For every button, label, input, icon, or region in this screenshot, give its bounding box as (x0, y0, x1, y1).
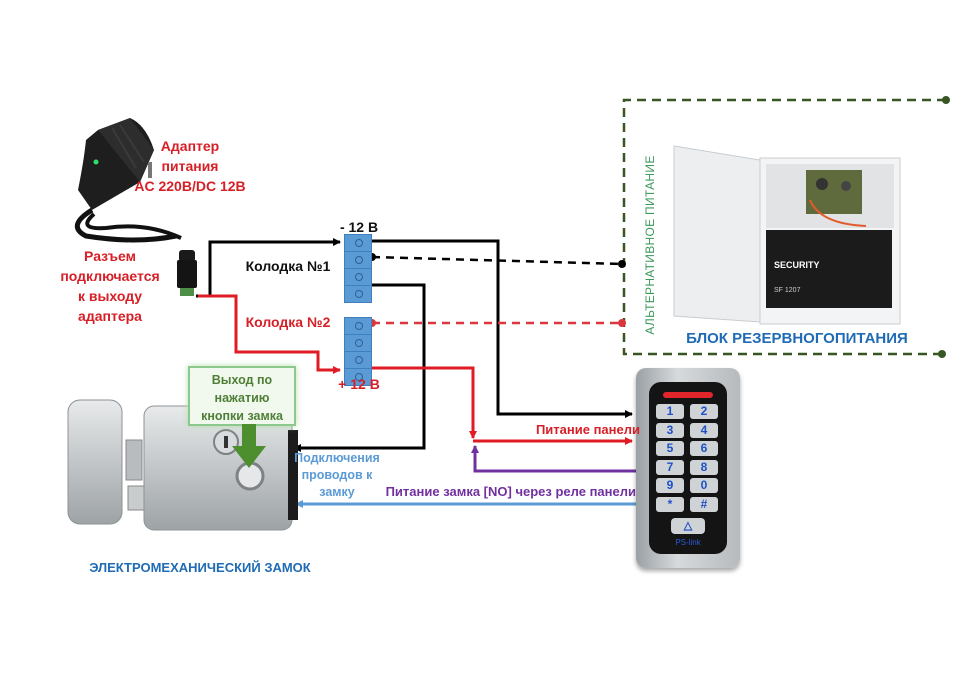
key-7[interactable]: 7 (656, 459, 684, 475)
plus-wire-adapter (198, 294, 341, 374)
backup-power-frame (622, 98, 946, 356)
key-1[interactable]: 1 (656, 404, 684, 419)
plus-wire-panel-drop (372, 366, 477, 439)
dc-connector (176, 250, 198, 298)
backup-power-title: БЛОК РЕЗЕРВНОГОПИТАНИЯ (686, 330, 908, 347)
status-led (663, 392, 713, 398)
key-hash[interactable]: # (690, 496, 718, 512)
connector-note: Разъем подключается к выходу адаптера (60, 248, 160, 324)
lock-icon (67, 399, 298, 531)
alternative-power-label: АЛЬТЕРНАТИВНОЕ ПИТАНИЕ (643, 155, 657, 335)
key-9[interactable]: 9 (656, 478, 684, 493)
lock-title: ЭЛЕКТРОМЕХАНИЧЕСКИЙ ЗАМОК (89, 560, 311, 575)
adapter-icon (74, 118, 182, 243)
key-star[interactable]: * (656, 496, 684, 512)
battery-brand: SECURITY (774, 260, 820, 270)
frame-dot-bottom (938, 350, 946, 358)
power-adapter (36, 110, 186, 250)
battery-model: SF 1207 (774, 287, 801, 294)
bell-key[interactable]: △ (671, 518, 705, 534)
terminal-block-1 (344, 234, 372, 303)
power-supply-icon: SECURITY SF 1207 (673, 145, 901, 325)
terminal-block-2 (344, 317, 372, 386)
minus-12v-label: - 12 В (339, 219, 379, 235)
plus-12v-label: + 12 В (338, 376, 380, 392)
terminal-block-1-label: Колодка №1 (245, 258, 331, 274)
lock-wire-note: Подключения проводов к замку (294, 451, 380, 499)
minus-wire-panel (372, 239, 633, 418)
key-3[interactable]: 3 (656, 422, 684, 438)
key-8[interactable]: 8 (690, 459, 718, 475)
terminal-block-2-label: Колодка №2 (245, 314, 331, 330)
exit-button-callout: Выход по нажатию кнопки замка (188, 366, 296, 426)
exit-arrow-icon (232, 424, 266, 468)
key-4[interactable]: 4 (690, 422, 718, 438)
key-0[interactable]: 0 (690, 478, 718, 493)
backup-power-unit: SECURITY SF 1207 (670, 140, 910, 330)
panel-power-label: Питание панели (535, 422, 640, 437)
key-6[interactable]: 6 (690, 441, 718, 456)
brand-logo: PS-link (675, 538, 701, 547)
lock-power-label: Питание замка [NO] через реле панели (385, 484, 636, 499)
frame-dot-top (942, 96, 950, 104)
adapter-title: Адаптер питания AC 220В/DC 12В (134, 138, 246, 194)
key-2[interactable]: 2 (690, 404, 718, 419)
key-5[interactable]: 5 (656, 441, 684, 456)
electromechanical-lock (66, 396, 298, 536)
relay-wire (471, 445, 636, 473)
